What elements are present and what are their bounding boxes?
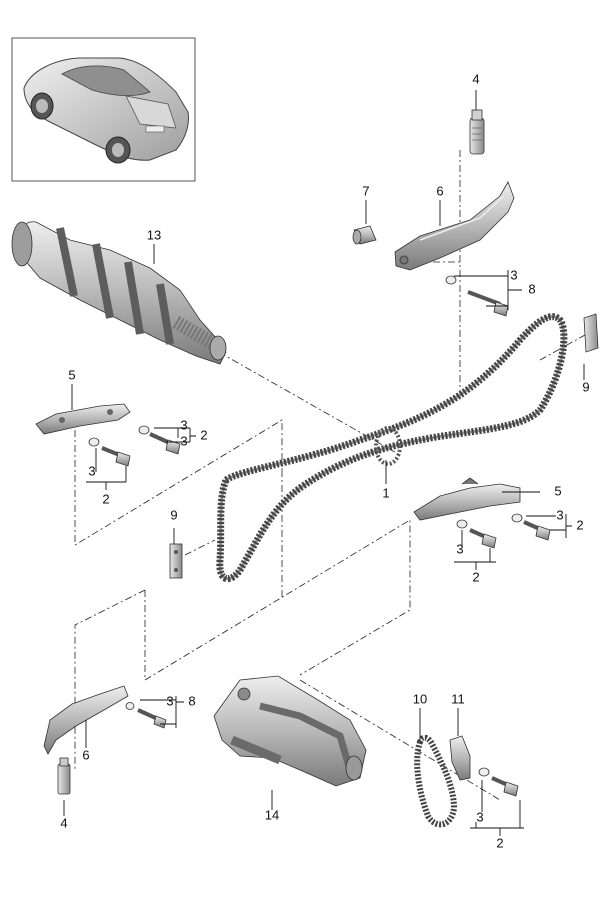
assembly-lines	[74, 150, 586, 801]
guide-pin-top	[469, 109, 485, 155]
guide-pin-bottom	[57, 757, 71, 795]
label-2-bottom: 2	[496, 835, 503, 850]
part-number-labels: 1 2 2 2 2 2 3 3 3 3 3 3 3 3 4 4 5 5 6 6 …	[60, 71, 589, 850]
chain-tensioner-11	[449, 735, 471, 781]
oil-pump-assembly	[213, 675, 367, 787]
label-8-top: 8	[528, 281, 535, 296]
label-3-left-upper: 3	[180, 417, 187, 432]
bushing-part-7	[352, 225, 377, 245]
label-7: 7	[362, 183, 369, 198]
timing-chain-1	[216, 313, 568, 582]
label-10: 10	[413, 691, 427, 706]
bolts-right-lower	[456, 519, 497, 549]
label-3-left-lower: 3	[88, 463, 95, 478]
bolt-part-2-bottom	[478, 767, 519, 797]
label-3-bottom-right: 3	[476, 809, 483, 824]
label-3-right-lower: 3	[456, 541, 463, 556]
bolt-part-8-bottom	[125, 702, 167, 729]
vehicle-thumbnail	[11, 37, 196, 182]
label-3-bottom-left: 3	[166, 693, 173, 708]
guide-plate-right	[583, 313, 599, 353]
guide-rail-right	[413, 477, 521, 521]
bolts-left-upper	[138, 425, 181, 455]
tensioner-rail-top	[394, 181, 515, 271]
label-2-right-lower: 2	[472, 569, 479, 584]
label-1: 1	[382, 485, 389, 500]
bolt-part-8-top	[445, 275, 509, 317]
label-4-bottom: 4	[60, 815, 67, 830]
guide-rail-left	[35, 403, 131, 435]
bolts-left-lower	[88, 437, 131, 467]
leader-lines	[63, 90, 585, 836]
label-6-bottom: 6	[82, 747, 89, 762]
label-2-left-lower: 2	[102, 491, 109, 506]
label-9-left: 9	[170, 507, 177, 522]
guide-plate-left	[169, 543, 183, 579]
oil-pump-chain	[414, 734, 458, 828]
label-11: 11	[451, 691, 465, 706]
bolts-right-upper	[511, 513, 551, 541]
label-2-left-upper: 2	[200, 427, 207, 442]
car-icon	[23, 57, 189, 164]
label-3-top-a: 3	[510, 267, 517, 282]
label-3-right-upper: 3	[556, 507, 563, 522]
label-3-left-upper-b: 3	[180, 433, 187, 448]
label-5-left: 5	[68, 367, 75, 382]
label-2-right-upper: 2	[576, 517, 583, 532]
label-9-right: 9	[582, 379, 589, 394]
label-4-top: 4	[472, 71, 479, 86]
label-13: 13	[147, 227, 161, 242]
label-6-top: 6	[436, 183, 443, 198]
label-5-right: 5	[554, 483, 561, 498]
label-14: 14	[265, 807, 279, 822]
label-8-bottom: 8	[188, 693, 195, 708]
crankshaft	[11, 221, 228, 365]
